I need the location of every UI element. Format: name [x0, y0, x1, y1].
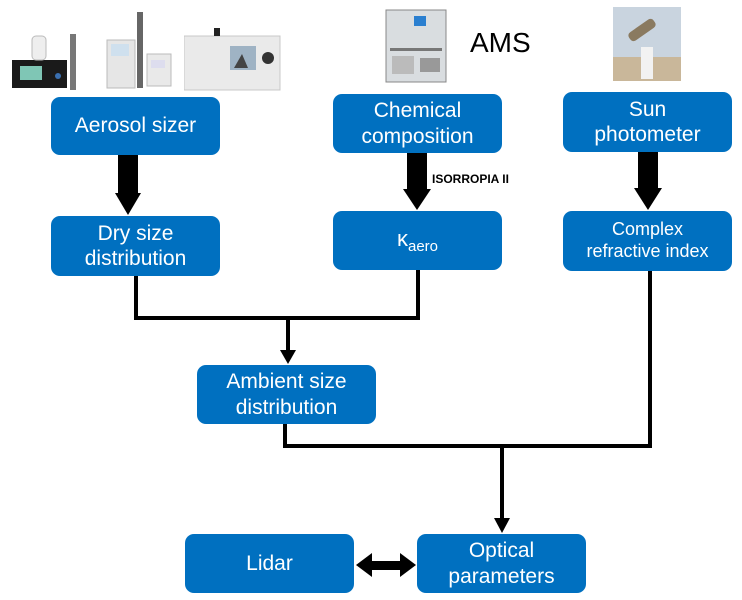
sun-photometer-instrument-image [613, 7, 681, 81]
ams-label: AMS [470, 27, 531, 58]
chemical-composition-label-line2: composition [361, 124, 474, 148]
arrow-sun-to-complex [634, 152, 662, 210]
isorropia-label: ISORROPIA II [432, 172, 509, 186]
chemical-composition-label-line1: Chemical [373, 99, 462, 123]
sun-photometer-label-line1: Sun [628, 97, 667, 121]
aerosol-sizer-instrument-3-image [184, 28, 281, 91]
optical-label-line1: Optical [468, 539, 535, 563]
kappa-subscript: aero [407, 237, 439, 255]
optical-parameters-box: Optical parameters [417, 534, 586, 593]
aerosol-sizer-box: Aerosol sizer [51, 97, 220, 155]
kappa-aero-box: κaero [333, 211, 502, 270]
dry-size-label-line1: Dry size [97, 221, 174, 245]
ams-instrument-image [385, 9, 447, 83]
arrowhead-to-optical [494, 518, 510, 533]
aerosol-sizer-instrument-1-image [12, 34, 76, 90]
complex-ri-label-line1: Complex [611, 219, 684, 240]
sun-photometer-label-line2: photometer [594, 123, 701, 146]
complex-ri-label-line2: refractive index [586, 241, 709, 261]
arrow-aerosol-to-dry [115, 155, 141, 215]
chemical-composition-box: Chemical composition [333, 94, 502, 153]
double-arrow-lidar-optical [356, 553, 416, 577]
lidar-box: Lidar [185, 534, 354, 593]
dry-size-label-line2: distribution [84, 247, 187, 270]
kappa-aero-label: κaero [397, 226, 438, 256]
dry-size-distribution-box: Dry size distribution [51, 216, 220, 276]
arrowhead-to-ambient [280, 350, 296, 364]
line-ambient-complex-merge [283, 271, 652, 448]
aerosol-sizer-instrument-2-image [106, 12, 172, 89]
ambient-size-distribution-box: Ambient size distribution [197, 365, 376, 424]
arrow-chemical-to-kappa [403, 153, 431, 210]
optical-label-line2: parameters [448, 564, 555, 588]
complex-refractive-index-box: Complex refractive index [563, 211, 732, 271]
sun-photometer-box: Sun photometer [563, 92, 732, 152]
line-dry-kappa-merge [134, 270, 420, 320]
kappa-symbol: κ [396, 225, 408, 251]
lidar-label: Lidar [246, 551, 293, 575]
aerosol-sizer-label: Aerosol sizer [74, 114, 197, 138]
ambient-label-line2: distribution [235, 395, 338, 419]
ambient-label-line1: Ambient size [226, 370, 347, 394]
